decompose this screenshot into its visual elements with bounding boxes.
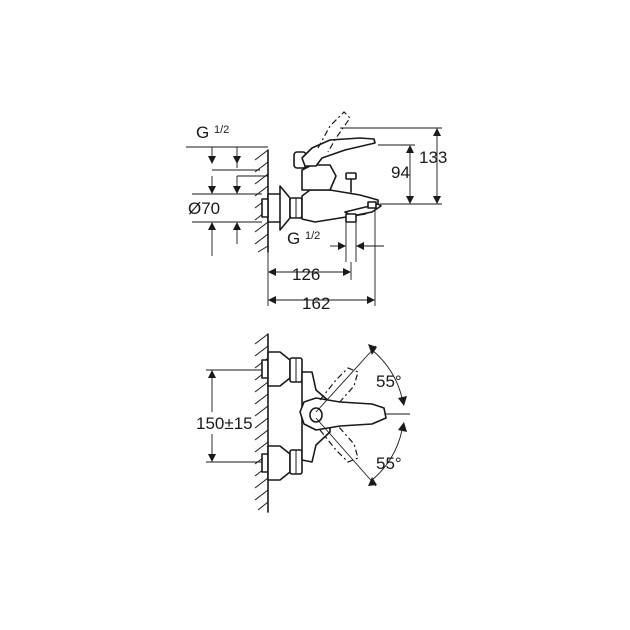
side-view: G 1/2 Ø70 94 133 G 1/2 [186, 111, 447, 313]
diverter-knob [345, 172, 357, 180]
angle-top-label: 55° [376, 372, 402, 391]
shower-outlet [345, 213, 357, 223]
height-94-label: 94 [391, 163, 410, 182]
upper-rosette-cone [267, 351, 291, 387]
depth-126-label: 126 [292, 265, 320, 284]
inlet-thread-label: G [196, 123, 209, 142]
lower-rosette-flange [261, 453, 269, 473]
inlet-thread-fraction: 1/2 [214, 124, 229, 136]
lower-rosette-cone [267, 445, 291, 481]
rosette-flange [261, 198, 269, 218]
rosette-cone [279, 185, 291, 231]
height-133-label: 133 [419, 148, 447, 167]
cartridge-housing [301, 164, 337, 191]
center-distance-label: 150±15 [196, 414, 253, 433]
upper-rosette-flange [261, 359, 269, 379]
lever-button [309, 407, 323, 423]
angle-bottom-label: 55° [376, 454, 402, 473]
lever-side [301, 137, 376, 167]
outlet-thread-fraction: 1/2 [305, 230, 320, 242]
top-view: 55° 55° 150±15 [196, 333, 410, 513]
outlet-thread-label: G [287, 229, 300, 248]
lever-raised-dashed [317, 111, 351, 153]
lever-dashed-up [319, 367, 359, 405]
aerator [367, 201, 377, 209]
depth-162-label: 162 [302, 294, 330, 313]
diameter-label: Ø70 [188, 199, 220, 218]
